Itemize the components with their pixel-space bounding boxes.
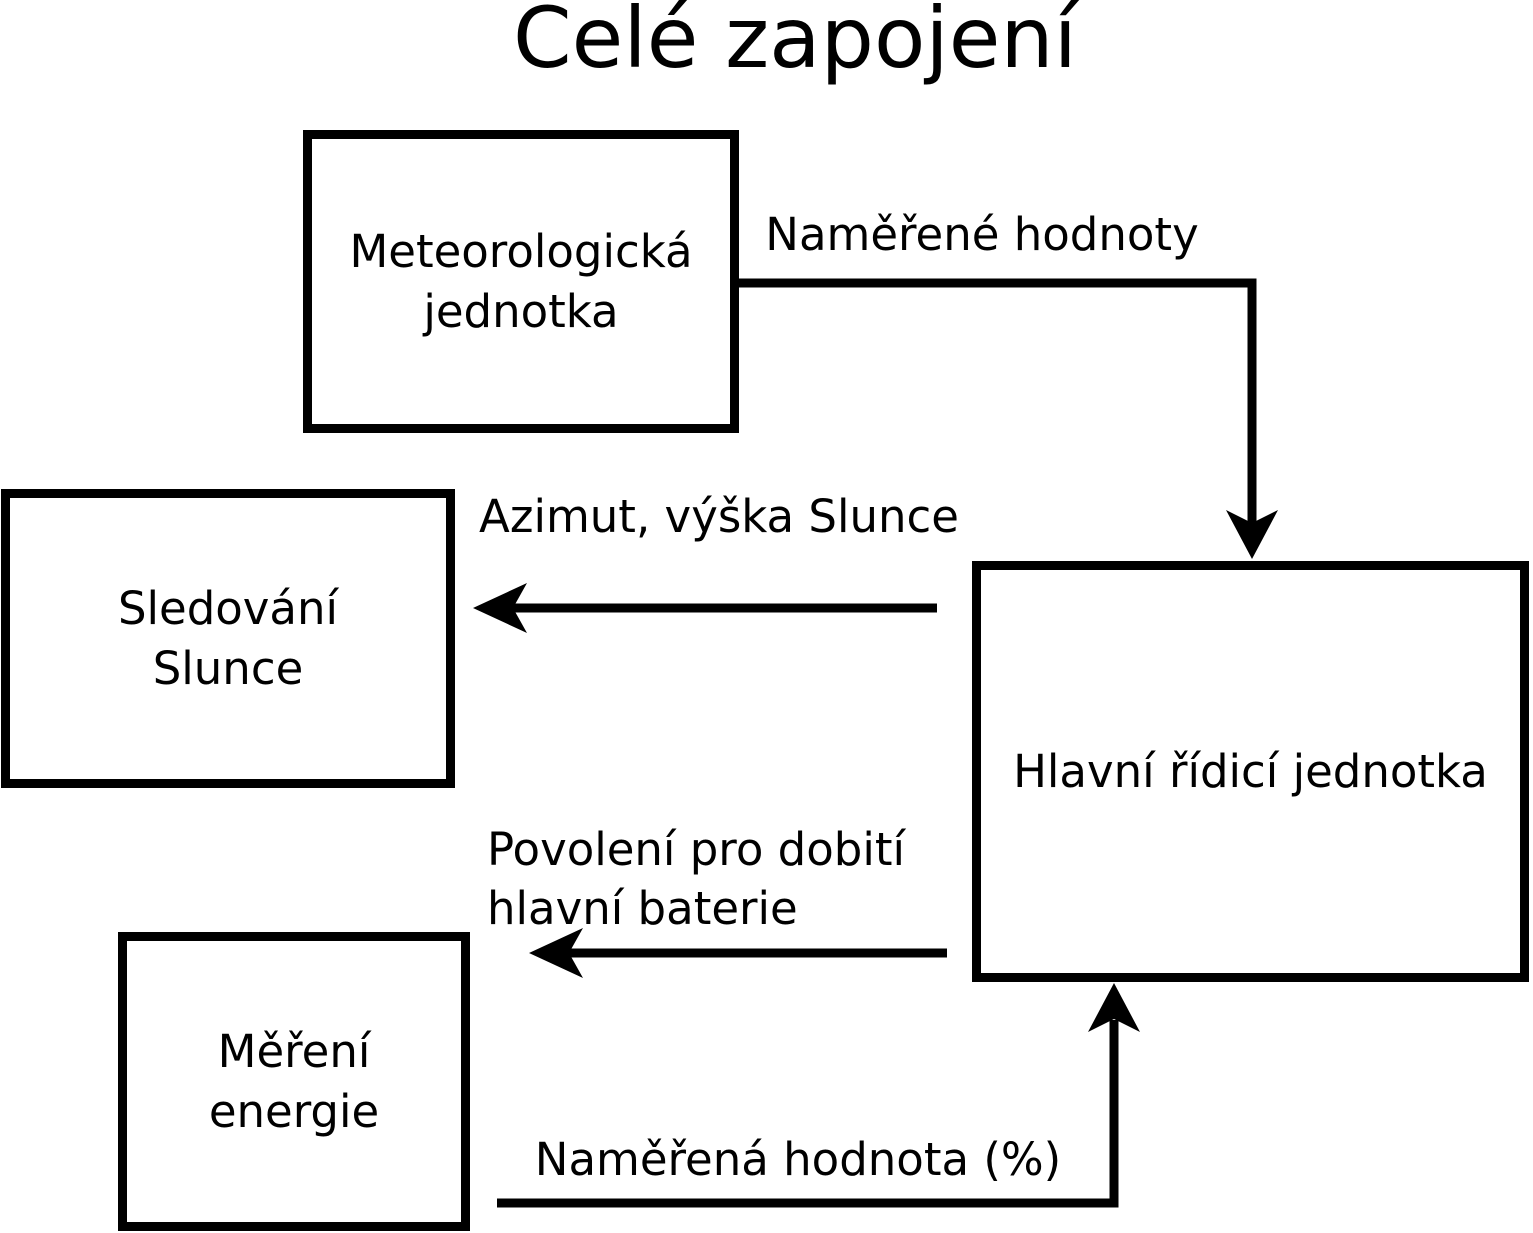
edge-label-azimuth-sun-height: Azimut, výška Slunce: [479, 490, 959, 543]
arrowhead-up-icon: [1088, 983, 1140, 1032]
node-energy-measurement: Měření energie: [118, 932, 470, 1231]
edge-label-measured-values: Naměřené hodnoty: [765, 208, 1199, 261]
node-meteorological-unit: Meteorologická jednotka: [303, 130, 739, 433]
edge-label-measured-percentage: Naměřená hodnota (%): [534, 1133, 1062, 1186]
arrowhead-down-icon: [1226, 510, 1278, 559]
node-main-control-unit: Hlavní řídicí jednotka: [972, 561, 1529, 982]
edge-label-charging-permission: Povolení pro dobití hlavní baterie: [487, 823, 905, 935]
node-sun-tracking: Sledování Slunce: [1, 489, 455, 788]
node-energy-measurement-label: Měření energie: [208, 1024, 380, 1138]
node-meteorological-unit-label: Meteorologická jednotka: [349, 224, 693, 338]
node-sun-tracking-label: Sledování Slunce: [117, 581, 339, 695]
arrowhead-left-icon: [473, 583, 527, 633]
node-main-control-unit-label: Hlavní řídicí jednotka: [1013, 744, 1488, 798]
diagram-title: Celé zapojení: [513, 0, 1077, 87]
